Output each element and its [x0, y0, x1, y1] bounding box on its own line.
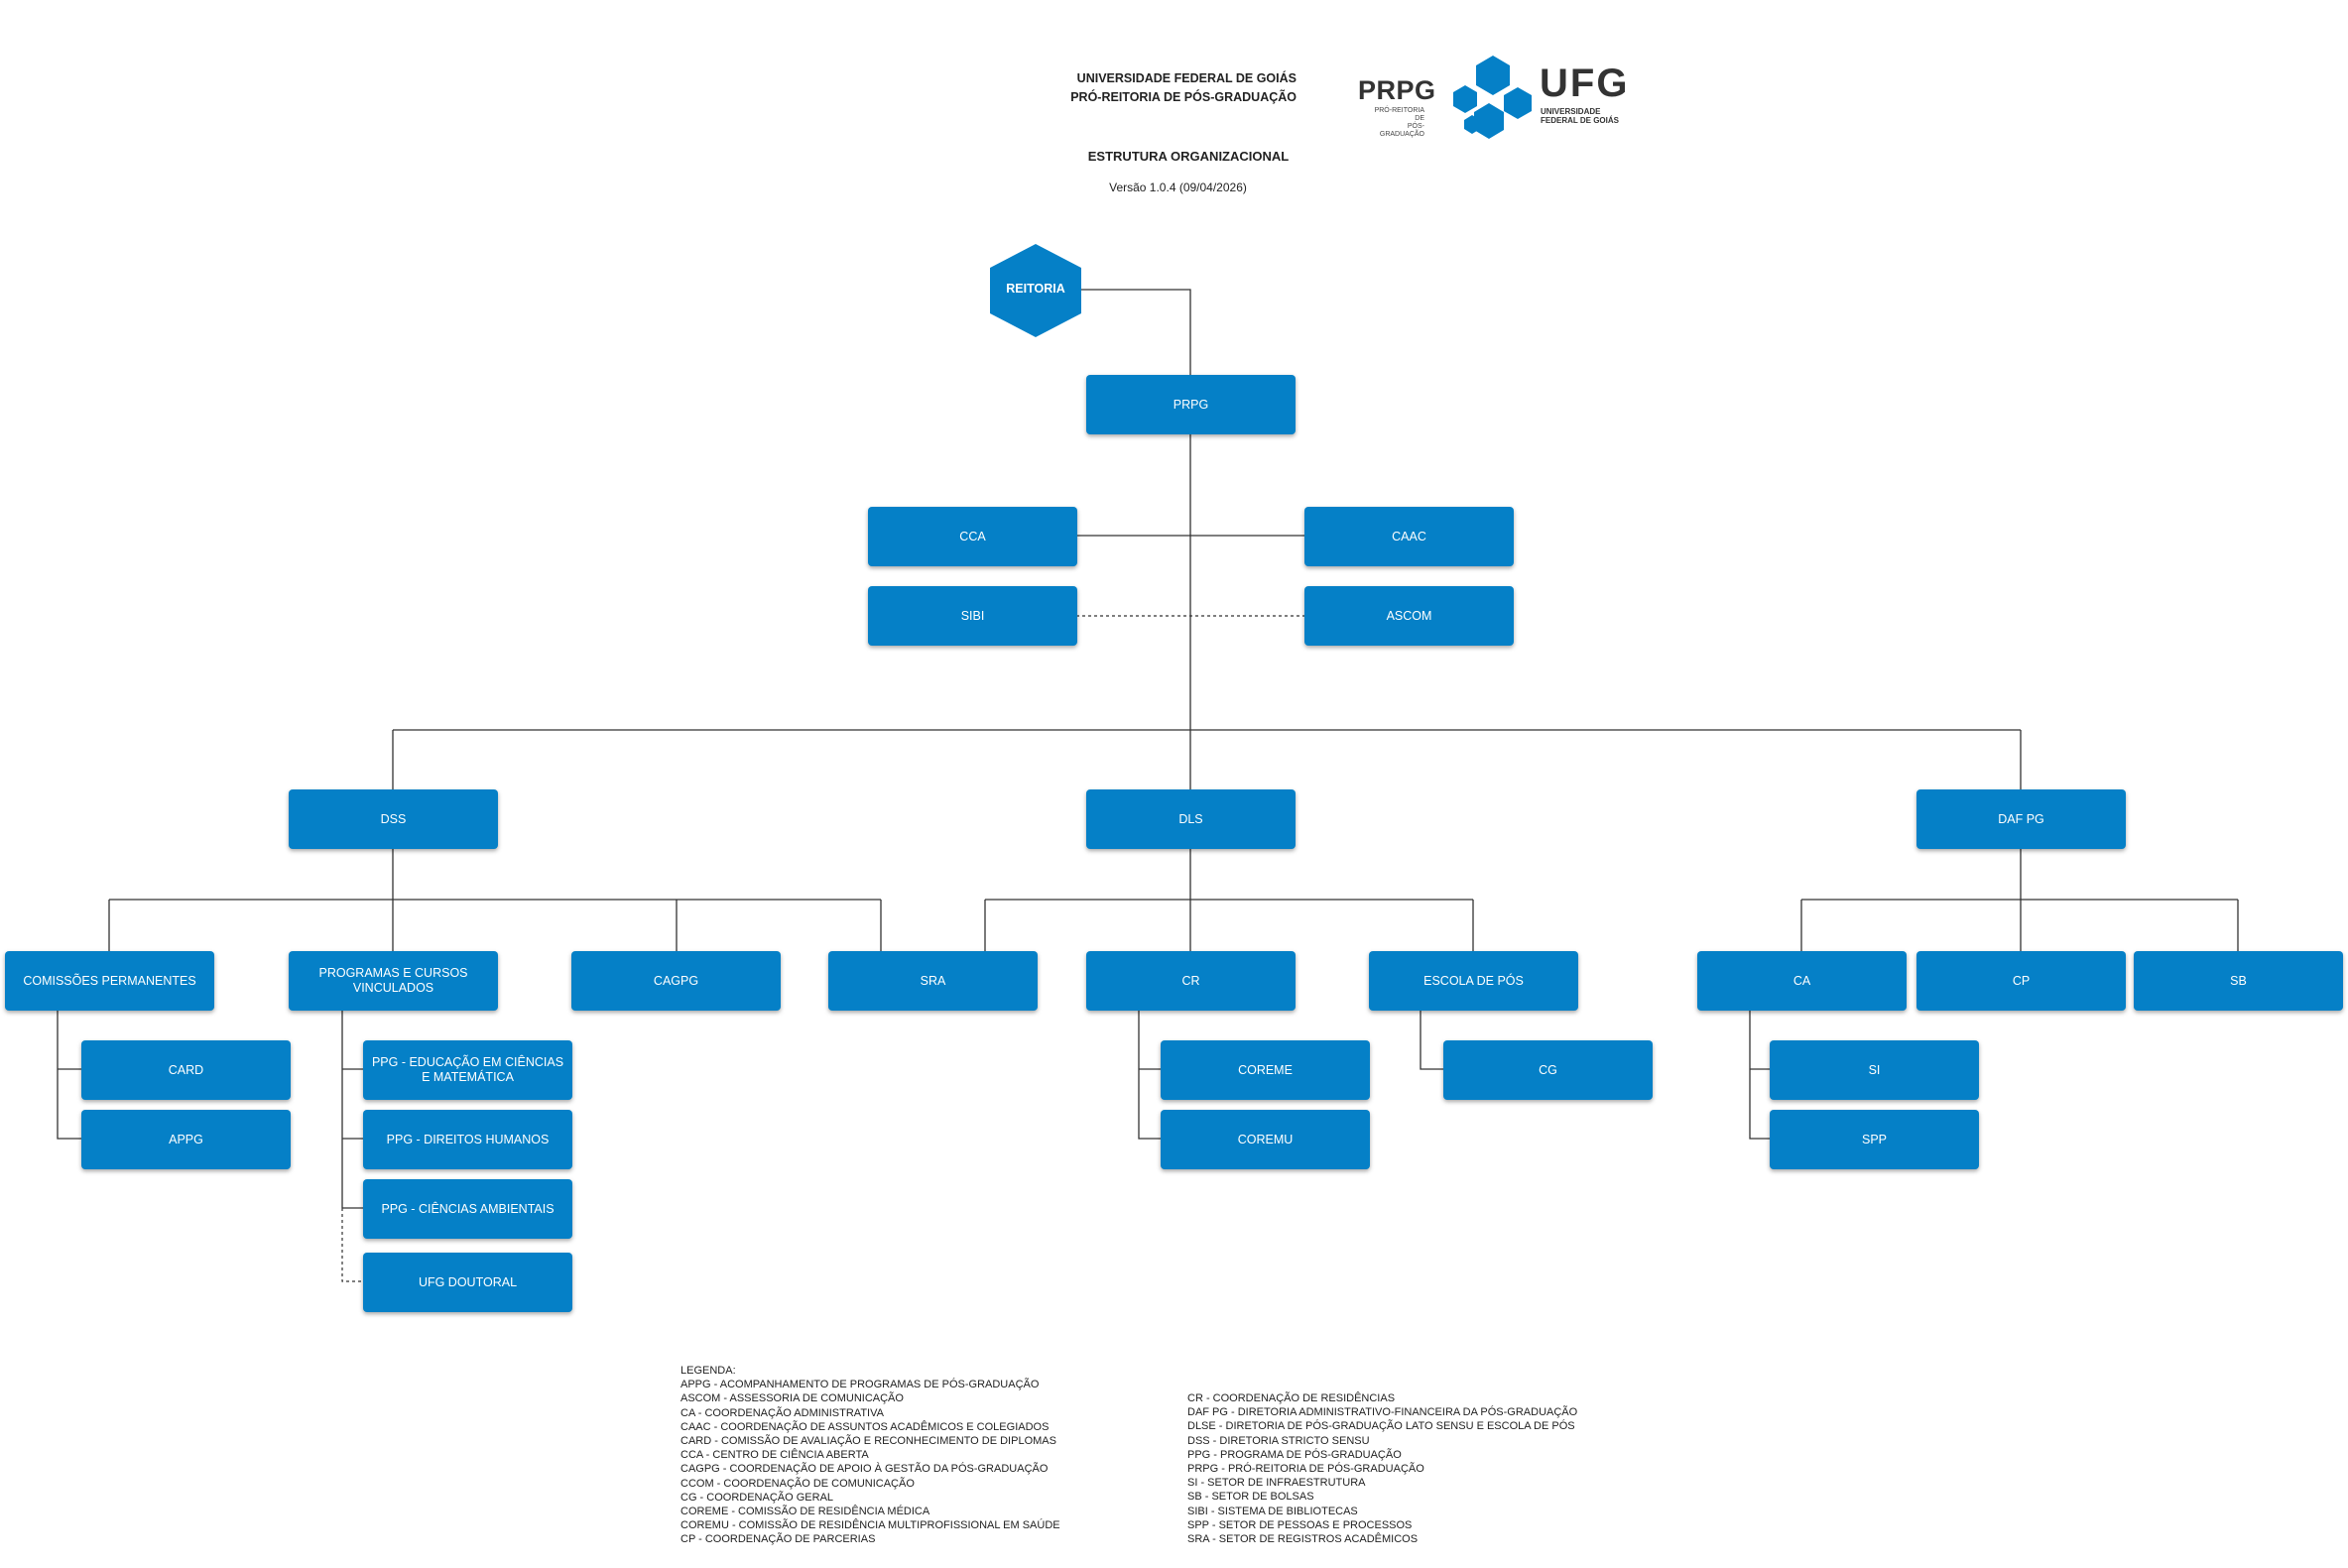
node-comissoes-permanentes[interactable]: COMISSÕES PERMANENTES: [5, 951, 214, 1011]
node-dls[interactable]: DLS: [1086, 789, 1296, 849]
node-caac[interactable]: CAAC: [1304, 507, 1514, 566]
legend-item: DLSE - DIRETORIA DE PÓS-GRADUAÇÃO LATO S…: [1187, 1420, 1575, 1433]
legend-right-column: CR - COORDENAÇÃO DE RESIDÊNCIAS DAF PG -…: [1187, 1391, 1577, 1546]
node-si[interactable]: SI: [1770, 1040, 1979, 1100]
line-programas-doutoral-dashed: [341, 1208, 363, 1282]
node-cr[interactable]: CR: [1086, 951, 1296, 1011]
node-ppg-ciencias-ambientais[interactable]: PPG - CIÊNCIAS AMBIENTAIS: [363, 1179, 572, 1239]
node-escola-de-pos[interactable]: ESCOLA DE PÓS: [1369, 951, 1578, 1011]
node-coremu[interactable]: COREMU: [1161, 1110, 1370, 1169]
legend-left-column: LEGENDA: APPG - ACOMPANHAMENTO DE PROGRA…: [680, 1364, 1060, 1547]
legend-item: SRA - SETOR DE REGISTROS ACADÊMICOS: [1187, 1533, 1419, 1546]
ufg-logo-subtitle: UNIVERSIDADE FEDERAL DE GOIÁS: [1541, 107, 1619, 125]
legend-item: CR - COORDENAÇÃO DE RESIDÊNCIAS: [1187, 1392, 1396, 1404]
node-programas-cursos[interactable]: PROGRAMAS E CURSOS VINCULADOS: [289, 951, 498, 1011]
node-sra[interactable]: SRA: [828, 951, 1038, 1011]
legend-item: CCOM - COORDENAÇÃO DE COMUNICAÇÃO: [680, 1477, 915, 1490]
legend-item: CAAC - COORDENAÇÃO DE ASSUNTOS ACADÊMICO…: [680, 1420, 1050, 1433]
node-ca[interactable]: CA: [1697, 951, 1907, 1011]
legend-item: COREMU - COMISSÃO DE RESIDÊNCIA MULTIPRO…: [680, 1519, 1060, 1532]
legend-item: CG - COORDENAÇÃO GERAL: [680, 1491, 834, 1504]
legend-item: SI - SETOR DE INFRAESTRUTURA: [1187, 1477, 1366, 1490]
line-comissoes-children: [57, 1011, 81, 1140]
ufg-logo-sub-2: FEDERAL DE GOIÁS: [1541, 116, 1619, 125]
university-name: UNIVERSIDADE FEDERAL DE GOIÁS: [1076, 71, 1297, 85]
legend-item: CAGPG - COORDENAÇÃO DE APOIO À GESTÃO DA…: [680, 1463, 1049, 1476]
reitoria-hexagon-node[interactable]: [988, 242, 1083, 339]
legend-item: DAF PG - DIRETORIA ADMINISTRATIVO-FINANC…: [1187, 1406, 1578, 1419]
legend-item: APPG - ACOMPANHAMENTO DE PROGRAMAS DE PÓ…: [680, 1379, 1040, 1391]
node-sb[interactable]: SB: [2134, 951, 2343, 1011]
ufg-logo-mark: UFG: [1540, 61, 1630, 105]
node-ppg-direitos-humanos[interactable]: PPG - DIREITOS HUMANOS: [363, 1110, 572, 1169]
legend-item: CCA - CENTRO DE CIÊNCIA ABERTA: [680, 1449, 869, 1462]
prpg-logo-sub-2: PÓS-GRADUAÇÃO: [1379, 123, 1424, 138]
line-cr-children: [1138, 1011, 1161, 1140]
legend-item: SB - SETOR DE BOLSAS: [1187, 1491, 1314, 1504]
version-label: Versão 1.0.4 (09/04/2026): [1109, 181, 1247, 194]
ufg-hexagon-logo-icon: [1453, 56, 1532, 139]
node-sibi[interactable]: SIBI: [868, 586, 1077, 646]
node-cp[interactable]: CP: [1916, 951, 2126, 1011]
legend-item: ASCOM - ASSESSORIA DE COMUNICAÇÃO: [680, 1392, 904, 1405]
pro-rectory-name: PRÓ-REITORIA DE PÓS-GRADUAÇÃO: [1070, 90, 1297, 104]
node-coreme[interactable]: COREME: [1161, 1040, 1370, 1100]
legend-item: CP - COORDENAÇÃO DE PARCERIAS: [680, 1533, 876, 1546]
ufg-logo-sub-1: UNIVERSIDADE: [1541, 107, 1601, 116]
legend-item: SPP - SETOR DE PESSOAS E PROCESSOS: [1187, 1518, 1413, 1531]
node-daf-pg[interactable]: DAF PG: [1916, 789, 2126, 849]
legend-item: SIBI - SISTEMA DE BIBLIOTECAS: [1187, 1505, 1358, 1517]
node-cagpg[interactable]: CAGPG: [571, 951, 781, 1011]
node-dss[interactable]: DSS: [289, 789, 498, 849]
page-title: ESTRUTURA ORGANIZACIONAL: [1087, 149, 1290, 164]
node-card[interactable]: CARD: [81, 1040, 291, 1100]
legend-heading: LEGENDA:: [680, 1365, 736, 1377]
node-ascom[interactable]: ASCOM: [1304, 586, 1514, 646]
legend-item: DSS - DIRETORIA STRICTO SENSU: [1187, 1434, 1370, 1447]
line-ca-children: [1749, 1011, 1770, 1140]
header-block: UNIVERSIDADE FEDERAL DE GOIÁS PRÓ-REITOR…: [992, 69, 1297, 107]
node-cg[interactable]: CG: [1443, 1040, 1653, 1100]
legend-item: PRPG - PRÓ-REITORIA DE PÓS-GRADUAÇÃO: [1187, 1463, 1424, 1476]
reitoria-label: REITORIA: [1006, 282, 1065, 296]
prpg-logo-subtitle: PRÓ-REITORIA DE PÓS-GRADUAÇÃO: [1369, 107, 1424, 139]
node-prpg[interactable]: PRPG: [1086, 375, 1296, 434]
line-escola-cg: [1420, 1011, 1443, 1070]
node-appg[interactable]: APPG: [81, 1110, 291, 1169]
prpg-logo-mark: PRPG: [1358, 75, 1436, 105]
node-spp[interactable]: SPP: [1770, 1110, 1979, 1169]
node-ppg-educacao[interactable]: PPG - EDUCAÇÃO EM CIÊNCIAS E MATEMÁTICA: [363, 1040, 572, 1100]
legend-item: CARD - COMISSÃO DE AVALIAÇÃO E RECONHECI…: [680, 1435, 1056, 1448]
legend-item: CA - COORDENAÇÃO ADMINISTRATIVA: [680, 1406, 884, 1419]
node-cca[interactable]: CCA: [868, 507, 1077, 566]
legend-item: COREME - COMISSÃO DE RESIDÊNCIA MÉDICA: [680, 1506, 930, 1518]
node-ufg-doutoral[interactable]: UFG DOUTORAL: [363, 1253, 572, 1312]
legend-item: PPG - PROGRAMA DE PÓS-GRADUAÇÃO: [1187, 1448, 1402, 1461]
line-programas-children: [341, 1011, 363, 1209]
line-reitoria-prpg: [1081, 289, 1191, 375]
prpg-logo-sub-1: PRÓ-REITORIA DE: [1374, 107, 1424, 122]
